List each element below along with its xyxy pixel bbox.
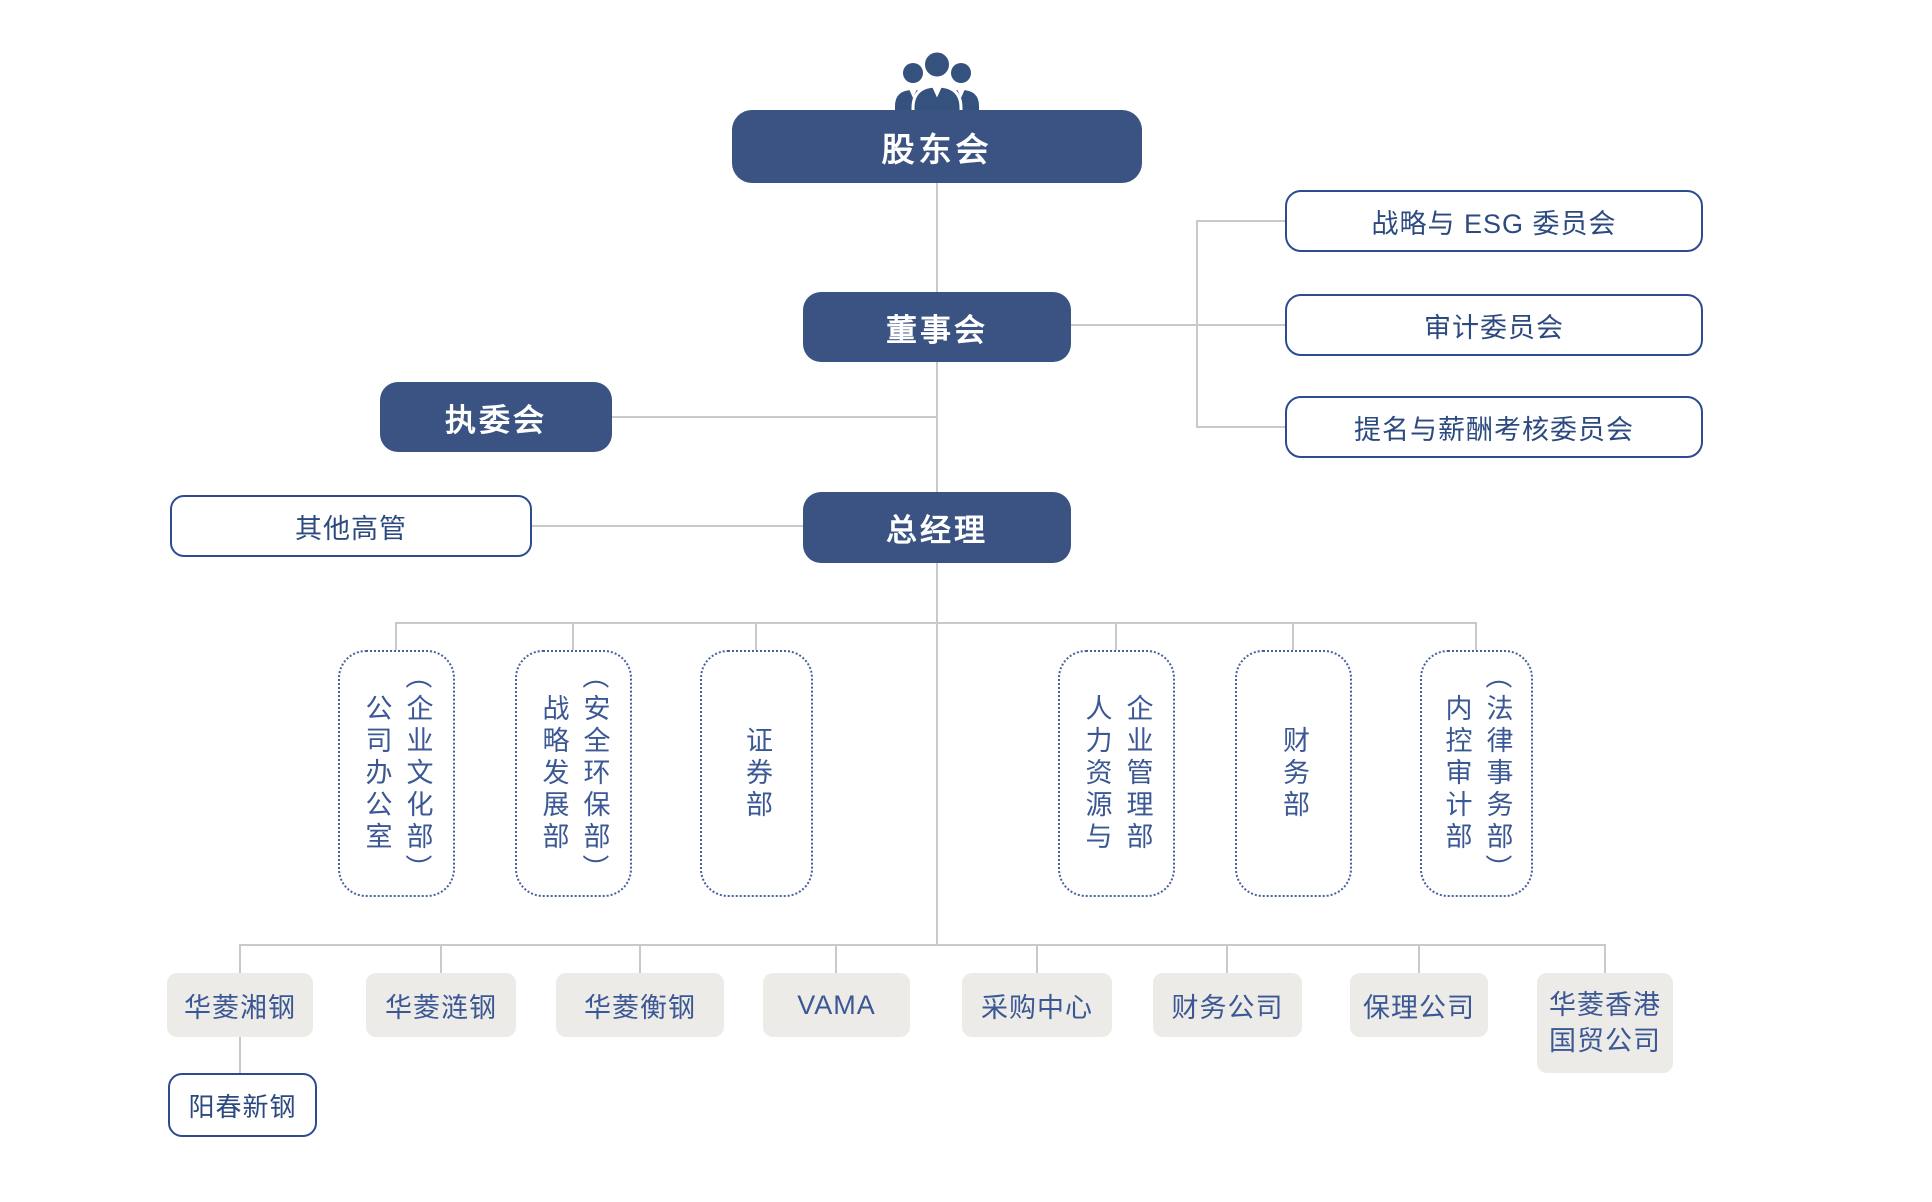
connector-line xyxy=(572,622,574,650)
node-dept-company-office: 公司办公室 （企业文化部） xyxy=(338,650,455,897)
node-subsidiary-vama: VAMA xyxy=(763,973,910,1037)
connector-line xyxy=(1475,622,1477,650)
node-committee-strategy-esg: 战略与 ESG 委员会 xyxy=(1285,190,1703,252)
node-dept-strategy-development: 战略发展部 （安全环保部） xyxy=(515,650,632,897)
people-group-icon xyxy=(895,49,979,112)
connector-line xyxy=(1196,220,1285,222)
connector-line xyxy=(936,563,938,945)
node-subsidiary-factoring-company: 保理公司 xyxy=(1350,973,1488,1037)
connector-line xyxy=(1292,622,1294,650)
connector-line xyxy=(239,1037,241,1073)
dept-label: 人力资源与 xyxy=(1081,693,1112,854)
subsidiary-label-line: 国贸公司 xyxy=(1549,1026,1661,1056)
connector-line xyxy=(755,622,757,650)
node-other-executives: 其他高管 xyxy=(170,495,532,557)
dept-label: 战略发展部 xyxy=(538,693,569,854)
connector-line xyxy=(936,183,938,292)
connector-line xyxy=(395,622,1476,624)
dept-label: 企业管理部 xyxy=(1122,693,1153,854)
connector-line xyxy=(1196,324,1285,326)
dept-label: （安全环保部） xyxy=(579,661,610,886)
dept-label: （法律事务部） xyxy=(1482,661,1513,886)
connector-line xyxy=(936,362,938,492)
node-general-manager: 总经理 xyxy=(803,492,1071,563)
node-yangchun-xingang: 阳春新钢 xyxy=(168,1073,317,1137)
node-shareholders: 股东会 xyxy=(732,110,1142,183)
connector-line xyxy=(1070,324,1198,326)
node-dept-internal-audit: 内控审计部 （法律事务部） xyxy=(1420,650,1533,897)
dept-label: 财务部 xyxy=(1279,725,1310,822)
connector-line xyxy=(1036,944,1038,973)
connector-line xyxy=(440,944,442,973)
connector-line xyxy=(532,525,803,527)
node-dept-securities: 证券部 xyxy=(700,650,813,897)
node-subsidiary-hk-international-trade: 华菱香港 国贸公司 xyxy=(1537,973,1673,1073)
connector-line xyxy=(239,944,1605,946)
dept-label: 证券部 xyxy=(742,725,773,822)
dept-label: 内控审计部 xyxy=(1441,693,1472,854)
connector-line xyxy=(835,944,837,973)
connector-line xyxy=(1418,944,1420,973)
node-exec-committee: 执委会 xyxy=(380,382,612,452)
connector-line xyxy=(1226,944,1228,973)
connector-line xyxy=(395,622,397,650)
connector-line xyxy=(1196,426,1285,428)
subsidiary-label-line: 华菱香港 xyxy=(1549,989,1661,1020)
node-subsidiary-liangang: 华菱涟钢 xyxy=(366,973,516,1037)
node-subsidiary-xianggang: 华菱湘钢 xyxy=(167,973,313,1037)
node-dept-finance: 财务部 xyxy=(1235,650,1352,897)
node-subsidiary-procurement-center: 采购中心 xyxy=(962,973,1112,1037)
connector-line xyxy=(1115,622,1117,650)
node-committee-nomination-remuneration: 提名与薪酬考核委员会 xyxy=(1285,396,1703,458)
connector-line xyxy=(239,944,241,973)
node-subsidiary-finance-company: 财务公司 xyxy=(1153,973,1302,1037)
connector-line xyxy=(1604,944,1606,973)
node-dept-hr-enterprise-management: 人力资源与 企业管理部 xyxy=(1058,650,1175,897)
connector-line xyxy=(639,944,641,973)
node-board: 董事会 xyxy=(803,292,1071,362)
dept-label: （企业文化部） xyxy=(402,661,433,886)
dept-label: 公司办公室 xyxy=(361,693,392,854)
node-subsidiary-henggang: 华菱衡钢 xyxy=(556,973,724,1037)
node-committee-audit: 审计委员会 xyxy=(1285,294,1703,356)
connector-line xyxy=(612,416,936,418)
